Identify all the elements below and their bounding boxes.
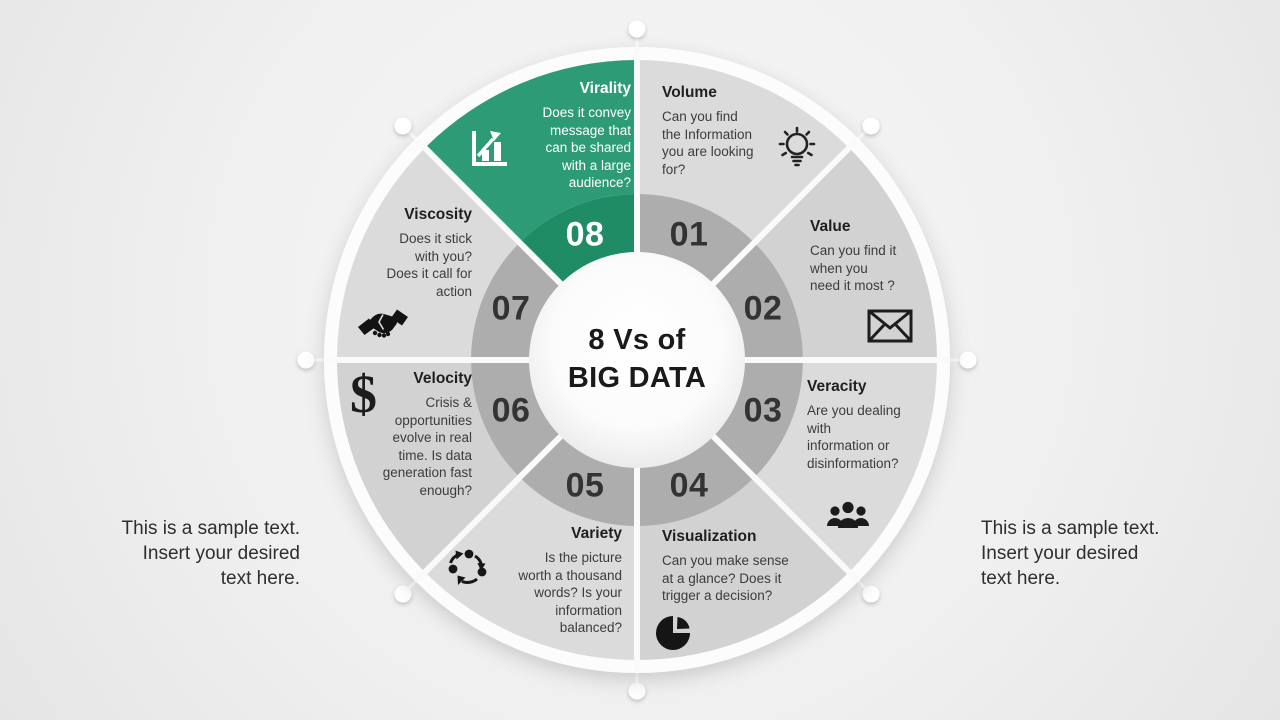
spoke-dot	[394, 585, 412, 603]
diagram-title: 8 Vs of BIG DATA	[567, 324, 707, 395]
sector-text-visualization: Visualization Can you make sense at a gl…	[662, 528, 812, 605]
sector-ring-virality	[519, 194, 637, 285]
sector-description: Does it stick with you? Does it call for…	[386, 231, 472, 299]
sector-number: 05	[565, 466, 605, 505]
sector-description: Crisis & opportunities evolve in real ti…	[382, 395, 472, 498]
sector-title: Volume	[662, 84, 717, 101]
wheel-center-circle	[529, 252, 745, 468]
sector-title: Variety	[571, 525, 622, 542]
divider-line	[705, 428, 860, 583]
sector-description: Can you make sense at a glance? Does it …	[662, 553, 789, 604]
sector-text-velocity: Velocity Crisis & opportunities evolve i…	[332, 370, 472, 499]
people-icon	[825, 498, 871, 541]
divider-line	[414, 428, 569, 583]
sector-ring-variety	[519, 435, 637, 526]
sector-description: Is the picture worth a thousand words? I…	[518, 550, 622, 636]
sector-ring-visualization	[637, 435, 755, 526]
sector-title: Visualization	[662, 528, 757, 545]
spoke-dot	[628, 682, 646, 700]
sector-title: Veracity	[807, 378, 867, 395]
sector-number: 02	[743, 289, 783, 328]
spoke-dot	[394, 117, 412, 135]
sector-ring-volume	[637, 194, 755, 285]
sector-description: Can you find the Information you are loo…	[662, 109, 754, 177]
spoke-dot	[862, 585, 880, 603]
sector-number: 01	[669, 215, 709, 254]
sector-ring-velocity	[471, 360, 562, 478]
sector-number: 08	[565, 215, 605, 254]
spoke-dot	[628, 20, 646, 38]
sector-description: Can you find it when you need it most ?	[810, 243, 897, 294]
sector-description: Are you dealing with information or disi…	[807, 403, 901, 471]
sector-title: Virality	[579, 80, 631, 97]
lightbulb-icon	[776, 126, 818, 177]
sector-ring-value	[712, 242, 803, 360]
sector-ring-viscosity	[471, 242, 562, 360]
spoke-dot	[959, 351, 977, 369]
sector-text-volume: Volume Can you find the Information you …	[662, 84, 782, 178]
sector-title: Viscosity	[404, 206, 472, 223]
spoke-dot	[862, 117, 880, 135]
pie-chart-icon	[654, 613, 692, 656]
sector-number: 07	[491, 289, 531, 328]
sector-text-variety: Variety Is the picture worth a thousand …	[472, 525, 622, 637]
left-sample-text: This is a sample text. Insert your desir…	[121, 518, 300, 590]
sector-description: Does it convey message that can be share…	[542, 105, 631, 191]
sector-number: 06	[491, 391, 531, 430]
sector-text-value: Value Can you find it when you need it m…	[810, 218, 930, 295]
divider-line	[705, 137, 860, 292]
bar-chart-icon	[466, 126, 512, 177]
envelope-icon	[867, 308, 913, 349]
sector-number: 04	[669, 466, 709, 505]
wheel-dividers	[325, 48, 949, 672]
right-sample-text: This is a sample text. Insert your desir…	[981, 518, 1160, 590]
sector-title: Value	[810, 218, 851, 235]
handshake-icon	[356, 303, 410, 348]
sector-number: 03	[743, 391, 783, 430]
sector-title: Velocity	[413, 370, 472, 387]
sector-text-virality: Virality Does it convey message that can…	[459, 80, 631, 192]
divider-line	[414, 137, 569, 292]
sector-text-veracity: Veracity Are you dealing with informatio…	[807, 378, 932, 472]
dollar-icon: $	[350, 364, 377, 424]
sync-arrows-icon	[445, 547, 489, 596]
sector-text-viscosity: Viscosity Does it stick with you? Does i…	[342, 206, 472, 300]
sector-ring-veracity	[712, 360, 803, 478]
spoke-dot	[297, 351, 315, 369]
